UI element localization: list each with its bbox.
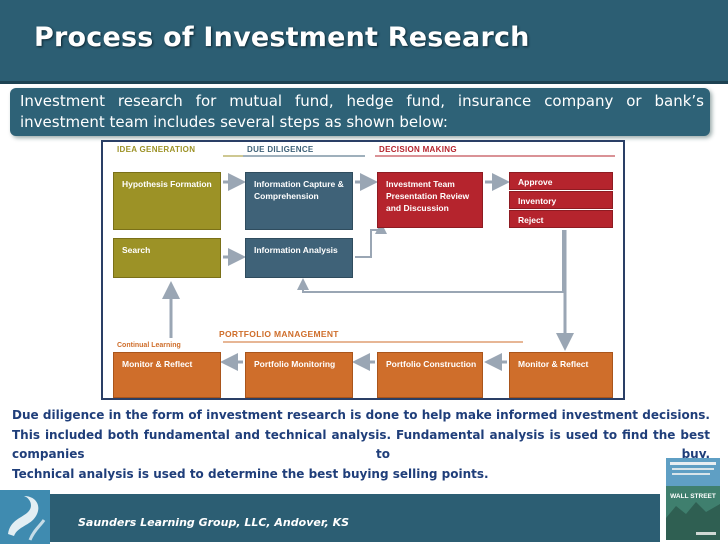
box-monitor-reflect-left: Monitor & Reflect <box>113 352 221 398</box>
box-investment-team: Investment Team Presentation Review and … <box>377 172 483 228</box>
box-approve: Approve <box>509 172 613 190</box>
box-search: Search <box>113 238 221 278</box>
intro-text: Investment research for mutual fund, hed… <box>20 92 704 131</box>
box-reject: Reject <box>509 210 613 228</box>
body-text: Due diligence in the form of investment … <box>12 406 710 484</box>
section-idea-generation: IDEA GENERATION <box>117 145 196 154</box>
box-inventory: Inventory <box>509 191 613 209</box>
body-line-3: companies to buy. <box>12 447 710 461</box>
body-line-2: This included both fundamental and techn… <box>12 427 710 442</box>
section-portfolio-management: PORTFOLIO MANAGEMENT <box>219 329 339 339</box>
book-title: WALL STREET <box>670 493 716 500</box>
diagram-arrows <box>162 155 615 371</box>
box-portfolio-monitoring: Portfolio Monitoring <box>245 352 353 398</box>
book-cover-image: WALL STREET <box>666 458 720 540</box>
title-bar: Process of Investment Research <box>0 0 728 84</box>
box-information-analysis: Information Analysis <box>245 238 353 278</box>
box-hypothesis-formation: Hypothesis Formation <box>113 172 221 230</box>
section-decision-making: DECISION MAKING <box>379 145 457 154</box>
box-information-capture: Information Capture & Comprehension <box>245 172 353 230</box>
arrow-reject-loop <box>297 230 564 293</box>
title-underline <box>0 81 728 84</box>
body-line-1: Due diligence in the form of investment … <box>12 408 710 422</box>
footer-text: Saunders Learning Group, LLC, Andover, K… <box>78 516 350 529</box>
body-line-4: Technical analysis is used to determine … <box>12 466 489 481</box>
arrow-analysis-to-team <box>355 222 387 258</box>
section-due-diligence: DUE DILIGENCE <box>247 145 314 154</box>
intro-box: Investment research for mutual fund, hed… <box>10 88 710 136</box>
footer-rule <box>50 494 660 496</box>
box-monitor-reflect-right: Monitor & Reflect <box>509 352 613 398</box>
process-diagram: IDEA GENERATION DUE DILIGENCE DECISION M… <box>101 140 625 400</box>
box-portfolio-construction: Portfolio Construction <box>377 352 483 398</box>
company-logo <box>0 490 50 544</box>
section-continual-learning: Continual Learning <box>117 342 181 349</box>
footer-bar: Saunders Learning Group, LLC, Andover, K… <box>50 496 660 542</box>
slide-title: Process of Investment Research <box>34 22 530 53</box>
